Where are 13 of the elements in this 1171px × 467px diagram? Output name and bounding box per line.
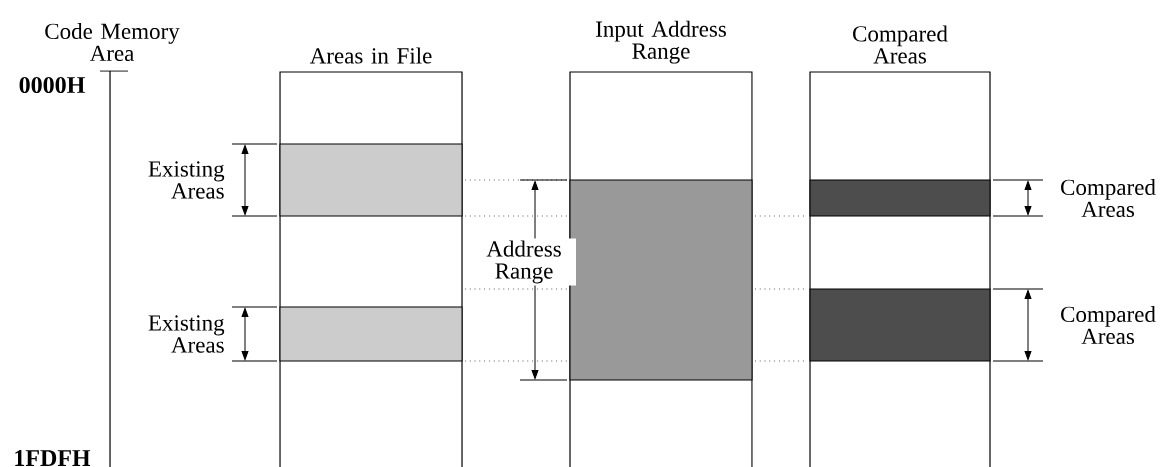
axis-title: Code Memory Area — [45, 22, 180, 62]
address-label: 1FDFH — [15, 450, 91, 466]
memory-block — [809, 288, 991, 362]
dimension-label: Existing Areas — [148, 315, 225, 353]
memory-block — [809, 179, 991, 217]
dimension-label: Compared Areas — [1061, 305, 1156, 345]
memory-block — [279, 306, 463, 362]
dimension-label: Address Range — [472, 238, 576, 286]
memory-block — [279, 143, 463, 217]
dimension-label: Compared Areas — [1061, 178, 1156, 218]
address-label: 0000H — [19, 76, 85, 94]
memory-block — [569, 179, 753, 381]
dimension-label: Existing Areas — [148, 161, 225, 199]
